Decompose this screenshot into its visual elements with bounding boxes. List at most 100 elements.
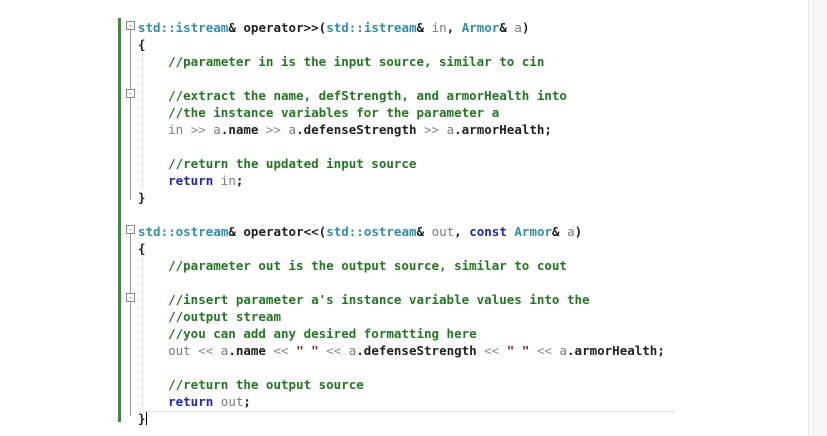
code-line[interactable] — [138, 206, 665, 223]
code-line[interactable]: //return the updated input source — [138, 155, 665, 172]
fold-toggle-icon[interactable]: - — [126, 21, 135, 30]
code-token: //parameter out is the output source, si… — [138, 258, 567, 273]
code-token: & — [552, 224, 568, 239]
code-line[interactable] — [138, 138, 665, 155]
code-token: << — [273, 343, 297, 358]
code-token: << — [484, 343, 507, 358]
code-token — [138, 394, 168, 409]
code-line[interactable]: //parameter out is the output source, si… — [138, 257, 665, 274]
code-token: & — [228, 224, 244, 239]
code-line[interactable]: std::ostream& operator<<(std::ostream& o… — [138, 223, 665, 240]
code-line[interactable]: } — [138, 189, 665, 206]
fold-toggle-icon[interactable]: - — [126, 89, 135, 98]
code-line[interactable]: //extract the name, defStrength, and arm… — [138, 87, 665, 104]
code-text[interactable]: std::istream& operator>>(std::istream& i… — [138, 19, 665, 427]
code-token: >> — [265, 122, 289, 137]
code-token: , — [446, 20, 462, 35]
code-token: Armor — [514, 224, 553, 239]
code-token: >> — [424, 122, 447, 137]
code-token: , — [454, 224, 470, 239]
code-token: //return the updated input source — [138, 156, 417, 171]
code-token: //return the output source — [138, 377, 364, 392]
code-line[interactable]: return in; — [138, 172, 665, 189]
code-token: a — [446, 122, 455, 137]
code-token: in — [431, 20, 447, 35]
code-token: a — [559, 343, 568, 358]
code-token: << — [318, 343, 349, 358]
code-token: ostream — [363, 224, 417, 239]
code-token: << — [190, 343, 221, 358]
code-line[interactable]: } — [138, 410, 665, 427]
code-line[interactable]: //insert parameter a's instance variable… — [138, 291, 665, 308]
code-token: ( — [318, 224, 327, 239]
code-token: ) — [574, 224, 583, 239]
code-token: //parameter in is the input source, simi… — [138, 54, 545, 69]
code-token — [138, 122, 168, 137]
code-token: >> — [183, 122, 214, 137]
code-line[interactable]: //return the output source — [138, 376, 665, 393]
code-token: ; — [243, 394, 251, 409]
code-token: a — [348, 343, 357, 358]
code-token: .defenseStrength — [356, 343, 485, 358]
code-editor[interactable]: - - - - std::istream& operator>>(std::is… — [118, 14, 676, 427]
code-token: std:: — [138, 20, 176, 35]
code-token: } — [138, 190, 146, 205]
code-token — [213, 173, 221, 188]
indent-guide — [142, 53, 143, 189]
code-line[interactable]: std::istream& operator>>(std::istream& i… — [138, 19, 665, 36]
code-line[interactable] — [138, 359, 665, 376]
code-line[interactable] — [138, 274, 665, 291]
fold-toggle-icon[interactable]: - — [126, 293, 135, 302]
code-token: operator>> — [243, 20, 319, 35]
code-token: { — [138, 37, 146, 52]
code-token: a — [567, 224, 575, 239]
code-token: out — [168, 343, 191, 358]
code-token: & — [416, 224, 432, 239]
code-token: & — [499, 20, 515, 35]
code-token: .name — [220, 122, 266, 137]
code-token: & — [416, 20, 432, 35]
code-line[interactable]: { — [138, 36, 665, 53]
code-token: const — [469, 224, 507, 239]
code-token: out — [220, 394, 244, 409]
code-token: ( — [318, 20, 327, 35]
code-line[interactable] — [138, 70, 665, 87]
code-line[interactable]: //you can add any desired formatting her… — [138, 325, 665, 342]
code-line[interactable]: { — [138, 240, 665, 257]
code-token: //insert parameter a's instance variable… — [138, 292, 590, 307]
code-token: ; — [235, 173, 244, 188]
code-token: istream — [363, 20, 417, 35]
code-line[interactable]: //output stream — [138, 308, 665, 325]
fold-line — [130, 30, 131, 200]
code-token: & — [228, 20, 244, 35]
code-line[interactable]: return out; — [138, 393, 665, 410]
code-token: .defenseStrength — [296, 122, 425, 137]
code-token: in — [168, 122, 184, 137]
code-token: << — [529, 343, 560, 358]
text-caret — [145, 411, 147, 425]
code-token: operator<< — [243, 224, 319, 239]
code-line[interactable]: in >> a.name >> a.defenseStrength >> a.a… — [138, 121, 665, 138]
change-indicator-bar — [118, 18, 121, 422]
code-token: //output stream — [138, 309, 281, 324]
code-token: a — [213, 122, 221, 137]
code-token: out — [431, 224, 455, 239]
code-token: } — [138, 411, 146, 426]
fold-toggle-icon[interactable]: - — [126, 225, 135, 234]
code-token — [213, 394, 221, 409]
code-token: " " — [296, 343, 319, 358]
code-token: a — [220, 343, 229, 358]
code-token: Armor — [461, 20, 500, 35]
fold-line — [130, 234, 131, 416]
code-token: { — [138, 241, 146, 256]
code-token: a — [514, 20, 522, 35]
code-line[interactable]: out << a.name << " " << a.defenseStrengt… — [138, 342, 665, 359]
code-line[interactable]: //parameter in is the input source, simi… — [138, 53, 665, 70]
code-line[interactable]: //the instance variables for the paramet… — [138, 104, 665, 121]
code-token — [138, 173, 168, 188]
code-token: ostream — [175, 224, 229, 239]
code-token: .armorHealth; — [567, 343, 665, 358]
window-right-edge — [808, 0, 827, 436]
code-token: //the instance variables for the paramet… — [138, 105, 500, 120]
code-token: return — [168, 173, 214, 188]
